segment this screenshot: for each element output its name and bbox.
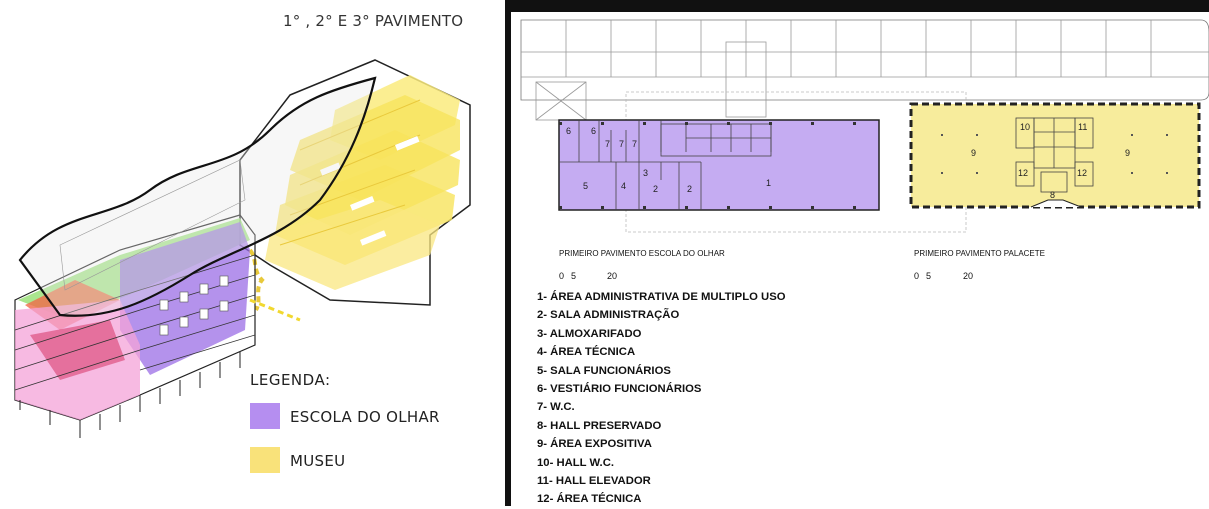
room-label: 7 (619, 139, 624, 149)
room-label: 6 (566, 126, 571, 136)
room-label: 5 (583, 181, 588, 191)
scale-escola-0: 0 (559, 271, 565, 281)
list-item: 12- ÁREA TÉCNICA (537, 493, 642, 506)
plans-panel: 6 6 7 7 7 3 5 4 2 2 1 (511, 12, 1209, 506)
room-label: 12 (1077, 168, 1087, 178)
list-item: 1- ÁREA ADMINISTRATIVA DE MULTIPLO USO (537, 291, 786, 303)
list-item: 10- HALL W.C. (537, 456, 614, 469)
scale-palacete-20: 20 (963, 271, 974, 281)
corridor-strip (520, 19, 1209, 233)
scale-palacete-5: 5 (926, 271, 932, 281)
room-label: 6 (591, 126, 596, 136)
room-label: 3 (643, 168, 648, 178)
legend-swatch-escola (250, 403, 280, 429)
list-item: 7- W.C. (537, 401, 575, 414)
floor-plans-drawing: 6 6 7 7 7 3 5 4 2 2 1 (520, 19, 1209, 233)
columns (19, 352, 241, 438)
list-item: 9- ÁREA EXPOSITIVA (537, 438, 652, 451)
scale-escola-20: 20 (607, 271, 618, 281)
legend-label-escola: ESCOLA DO OLHAR (290, 408, 440, 426)
legend-label-museu: MUSEU (290, 452, 346, 470)
floor-title: 1° , 2° E 3° PAVIMENTO (283, 12, 464, 30)
list-item: 8- HALL PRESERVADO (537, 419, 662, 432)
room-label: 8 (1050, 190, 1055, 200)
room-label: 12 (1018, 168, 1028, 178)
top-bar (505, 0, 1209, 12)
list-item: 2- SALA ADMINISTRAÇÃO (537, 309, 680, 322)
list-item: 6- VESTIÁRIO FUNCIONÁRIOS (537, 383, 702, 396)
room-label: 7 (632, 139, 637, 149)
room-label: 11 (1078, 122, 1087, 132)
room-label: 1 (766, 178, 771, 188)
room-label: 2 (653, 184, 658, 194)
room-label: 2 (687, 184, 692, 194)
list-item: 4- ÁREA TÉCNICA (537, 346, 636, 359)
room-label: 4 (621, 181, 626, 191)
axonometric-drawing (14, 59, 471, 438)
list-item: 5- SALA FUNCIONÁRIOS (537, 364, 671, 377)
list-item: 3- ALMOXARIFADO (537, 327, 642, 340)
caption-palacete: PRIMEIRO PAVIMENTO PALACETE (914, 249, 1045, 258)
scale-escola-5: 5 (571, 271, 577, 281)
list-item: 11- HALL ELEVADOR (537, 475, 651, 488)
palacete-plan: 9 10 11 9 12 12 8 (909, 102, 1201, 209)
room-label: 10 (1020, 122, 1030, 132)
room-label: 9 (971, 148, 976, 158)
caption-escola: PRIMEIRO PAVIMENTO ESCOLA DO OLHAR (559, 249, 725, 258)
roof-cover (18, 76, 377, 317)
room-label: 7 (605, 139, 610, 149)
scale-palacete-0: 0 (914, 271, 920, 281)
room-list: 1- ÁREA ADMINISTRATIVA DE MULTIPLO USO 2… (537, 288, 786, 509)
panel-divider (505, 0, 511, 506)
room-label: 9 (1125, 148, 1130, 158)
legend-title: LEGENDA: (250, 371, 331, 389)
museum-block (239, 59, 471, 312)
escola-plan: 6 6 7 7 7 3 5 4 2 2 1 (558, 119, 880, 211)
legend-swatch-museu (250, 447, 280, 473)
axonometric-panel: 1° , 2° E 3° PAVIMENTO (0, 0, 505, 506)
